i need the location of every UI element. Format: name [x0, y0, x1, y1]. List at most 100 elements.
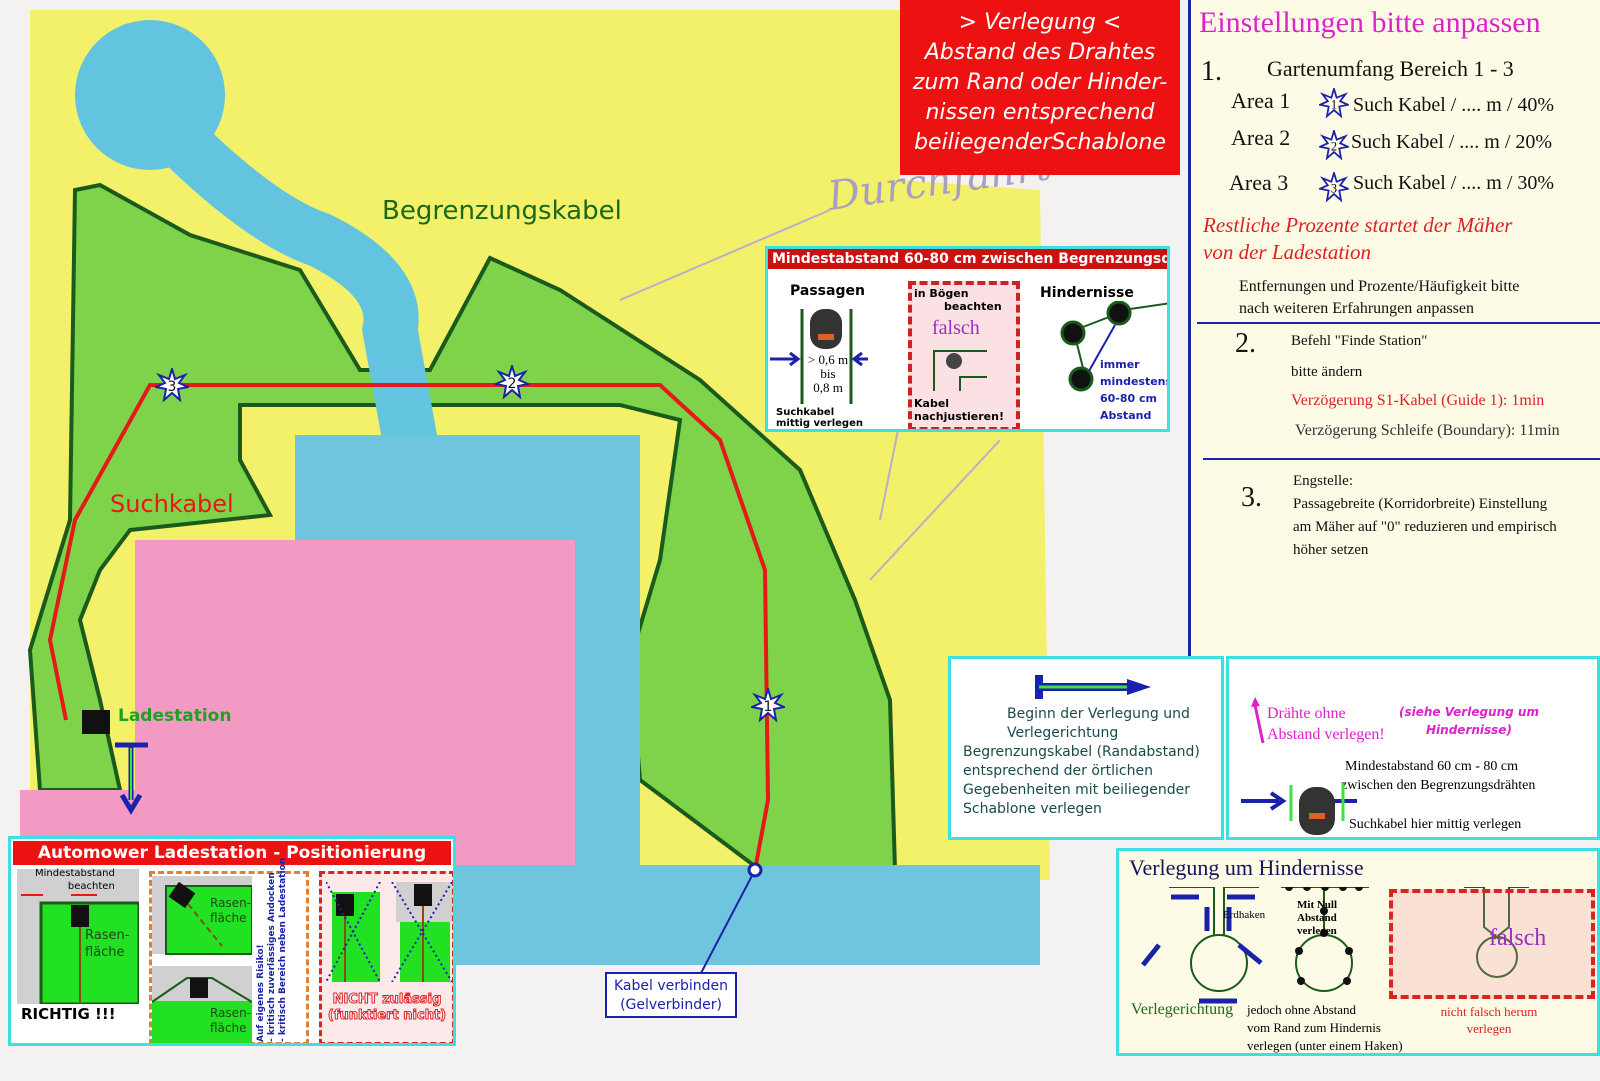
- pink-left: [20, 790, 140, 840]
- station-card: Automower Ladestation - Positionierung M…: [8, 836, 456, 1046]
- star-1-icon: 1: [1319, 88, 1349, 118]
- station-card-title: Automower Ladestation - Positionierung: [13, 841, 451, 865]
- handwriting-line: [619, 209, 1001, 581]
- richtig-label: RICHTIG !!!: [21, 1005, 116, 1023]
- boundary-label: Begrenzungskabel: [382, 196, 622, 226]
- passagen-label: Passagen: [790, 283, 865, 299]
- s2-line: bitte ändern: [1291, 364, 1363, 380]
- note-line: fläche: [210, 1021, 247, 1035]
- hook-label: Erdhaken: [1223, 909, 1266, 921]
- header-line: zum Rand oder Hinder-: [912, 70, 1168, 95]
- star-2-icon: 2: [1319, 130, 1349, 160]
- divider: [1203, 458, 1600, 460]
- s2-line: Befehl "Finde Station": [1291, 333, 1428, 349]
- not-allowed-label: NICHT zulässig (funktiert nicht): [322, 992, 452, 1024]
- wrong-routing-section: [1389, 889, 1595, 999]
- section-title: Gartenumfang Bereich 1 - 3: [1267, 56, 1514, 81]
- note-line: jedoch ohne Abstand: [1247, 1002, 1357, 1017]
- falsch-label: falsch: [932, 317, 980, 339]
- divider: [1197, 322, 1600, 324]
- dist-line: > 0,6 m: [807, 352, 849, 367]
- risk-note: Auf eigenes Risiko! - kritisch zuverläss…: [256, 858, 289, 1042]
- passage-distance: > 0,6 m bis 0,8 m: [806, 353, 850, 395]
- connector-label: Kabel verbinden (Gelverbinder): [605, 972, 737, 1018]
- note-line: Drähte ohne: [1267, 705, 1346, 722]
- note-line: mindestens: [1100, 375, 1170, 388]
- connector-point: [747, 862, 763, 878]
- note-line: fläche: [210, 911, 247, 925]
- risky-section: Rasen-fläche Rasen-fläche Auf eigenes Ri…: [149, 858, 309, 1043]
- mower-passage-diagram: [1241, 783, 1357, 835]
- obstacle-note: immer mindestens 60-80 cm Abstand: [1100, 356, 1170, 424]
- min-distance-note: Mindestabstand 60 cm - 80 cm zwischen de…: [1341, 757, 1535, 795]
- start-card: Beginn der Verlegung und Verlegerichtung…: [948, 656, 1224, 840]
- area-label: Area 1: [1231, 88, 1291, 113]
- lawn-label: Rasen-fläche: [210, 1006, 251, 1036]
- guide-wire: [47, 383, 771, 871]
- charging-station: [82, 710, 110, 734]
- svg-text:1: 1: [764, 699, 773, 715]
- note-line: verlegen: [1297, 925, 1337, 937]
- min-distance-label: Mindestabstand beachten: [35, 867, 115, 893]
- note-line: fläche: [85, 945, 125, 960]
- note-line: Mit Null: [1297, 899, 1338, 911]
- connector-line1: Kabel verbinden: [613, 978, 729, 994]
- svg-text:3: 3: [1331, 181, 1337, 195]
- section-number: 3.: [1241, 482, 1262, 513]
- dist-line: 0,8 m: [813, 380, 843, 395]
- note-line: beachten: [944, 300, 1002, 313]
- no-gap-note: Drähte ohne Abstand verlegen!: [1267, 703, 1385, 745]
- lawn-label: Rasen- fläche: [85, 927, 129, 961]
- curve-warning: in Bögen beachten falsch Kabel nachjusti…: [908, 281, 1020, 429]
- s3-line: am Mäher auf "0" reduzieren und empirisc…: [1293, 519, 1557, 535]
- lawn-label: Rasen-fläche: [210, 896, 251, 926]
- direction-label: Verlegerichtung: [1131, 1001, 1234, 1018]
- start-text: Beginn der Verlegung und Verlegerichtung…: [963, 705, 1200, 819]
- start-line: entsprechend der örtlichen: [963, 763, 1153, 779]
- settings-panel: Einstellungen bitte anpassen 1. Gartenum…: [1188, 0, 1600, 660]
- falsch-label: falsch: [1489, 925, 1547, 951]
- boegen-label: in Bögen beachten: [914, 287, 1002, 313]
- note-line: Suchkabel: [776, 407, 835, 418]
- note-line: nachjustieren!: [914, 410, 1004, 423]
- not-allowed-diagram: [326, 882, 452, 982]
- area-text: Such Kabel / .... m / 30%: [1353, 172, 1555, 194]
- passage-note: Suchkabel mittig verlegen: [776, 407, 863, 429]
- note-line: nach weiteren Erfahrungen anpassen: [1239, 300, 1474, 317]
- header-line: nissen entsprechend: [925, 100, 1155, 125]
- note-line: Entfernungen und Prozente/Häufigkeit bit…: [1239, 278, 1520, 295]
- start-line: Verlegerichtung: [1007, 725, 1119, 741]
- rest-note: Restliche Prozente startet der Mäher von…: [1203, 212, 1512, 266]
- s3-line: höher setzen: [1293, 542, 1369, 558]
- settings-title: Einstellungen bitte anpassen: [1199, 6, 1541, 39]
- see-note: (siehe Verlegung um Hindernisse): [1399, 703, 1539, 739]
- note-line: 60-80 cm: [1100, 392, 1157, 405]
- obstacle-diagram: [1060, 301, 1167, 392]
- note-line: Abstand: [1100, 409, 1152, 422]
- obstacle-card-title: Verlegung um Hindernisse: [1129, 855, 1364, 880]
- passage-diagram: [770, 309, 868, 404]
- note-line: Rasen-: [210, 896, 251, 910]
- header-line: > Verlegung <: [958, 10, 1122, 35]
- area-label: Area 3: [1229, 170, 1289, 195]
- note-line: - kritisch Bereich neben Ladestation: [278, 857, 288, 1042]
- start-line: Schablone verlegen: [963, 801, 1102, 817]
- star-1-icon: 1: [751, 688, 785, 722]
- svg-text:2: 2: [508, 376, 517, 392]
- rest-line: Restliche Prozente startet der Mäher: [1203, 213, 1513, 237]
- s3-text: Engstelle: Passagebreite (Korridorbreite…: [1293, 470, 1557, 562]
- distance-note: Entfernungen und Prozente/Häufigkeit bit…: [1239, 276, 1519, 320]
- note-line: in Bögen: [914, 287, 969, 300]
- note-line: vom Rand zum Hindernis: [1247, 1020, 1381, 1035]
- svg-text:1: 1: [1331, 97, 1337, 111]
- note-line: - kritisch zuverlässiges Andocken: [267, 872, 277, 1042]
- s3-line: Engstelle:: [1293, 473, 1353, 489]
- note-line: (siehe Verlegung um: [1399, 705, 1539, 719]
- note-line: mittig verlegen: [776, 418, 863, 429]
- svg-text:3: 3: [168, 379, 177, 395]
- connector-line2: (Gelverbinder): [620, 997, 722, 1013]
- note-line: zwischen den Begrenzungsdrähten: [1341, 778, 1536, 793]
- section-number: 1.: [1201, 56, 1222, 87]
- s2-line: Verzögerung S1-Kabel (Guide 1): 1min: [1291, 392, 1545, 409]
